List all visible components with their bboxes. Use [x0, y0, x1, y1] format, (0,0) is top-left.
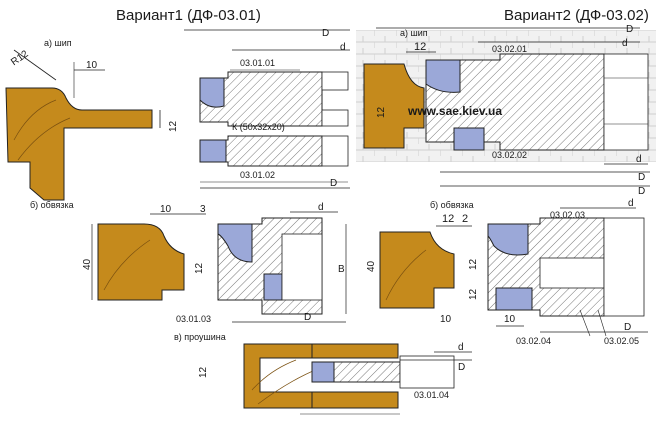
v1-cutter-set: D d 03.01.01 К (50х32х20) 03.01.02 D: [184, 28, 350, 189]
v2-tenon-group: а) шип D d 12 03.02.01 12 www.sae.kiev.u…: [356, 24, 656, 197]
v1-tenon-workpiece: [5, 87, 153, 201]
v1-frame-caption: б) обвязка: [30, 200, 74, 210]
v2-frame-dim-12: 12: [442, 213, 454, 225]
v1-dim-D-bot: D: [330, 178, 337, 189]
v1-frame-dim-B: B: [338, 264, 345, 275]
v2-upper-blade: [425, 59, 461, 93]
v2-lower-blade: [453, 127, 485, 151]
v2-dim-D-mid2: D: [638, 186, 645, 197]
eye-cutter-body: [333, 361, 401, 383]
v1-eye-group: в) проушина 12 d D 03.01.04: [174, 332, 472, 415]
eye-blade: [311, 361, 335, 383]
v1-lower-blade: [199, 139, 227, 163]
v2-tenon-caption: а) шип: [400, 28, 428, 38]
v1-tenon-caption: а) шип: [44, 38, 72, 48]
code-03-02-01: 03.02.01: [492, 44, 527, 54]
v1-frame-dim-3: 3: [200, 204, 206, 215]
eye-dim-12: 12: [198, 366, 209, 378]
v2-dim-d-top: d: [622, 38, 628, 49]
v1-frame-dim-12: 12: [194, 262, 205, 274]
code-03-01-01: 03.01.01: [240, 58, 275, 68]
code-03-02-04: 03.02.04: [516, 336, 551, 346]
code-03-02-02: 03.02.02: [492, 150, 527, 160]
eye-dim-d: d: [458, 342, 464, 353]
v1-frame-group: б) обвязка 10 3 40 12 d B D 03.01.03: [30, 200, 347, 324]
v2-frame-dim-10b: 10: [504, 314, 516, 325]
v2-frame-dim-d: d: [628, 198, 634, 209]
radius-label: R12: [9, 48, 31, 68]
v1-tenon-dim-10: 10: [86, 60, 98, 71]
v1-upper-blade: [199, 77, 225, 108]
v1-frame-dim-d: d: [318, 202, 324, 213]
v2-dim-d-mid: d: [636, 154, 642, 165]
v2-frame-upper-blade: [487, 223, 529, 256]
v1-frame-lower-blade: [263, 273, 283, 301]
v2-frame-dim-12-vert: 12: [468, 258, 479, 270]
variant1-title: Вариант1 (ДФ-03.01): [116, 7, 261, 24]
eye-caption: в) проушина: [174, 332, 226, 342]
v2-frame-caption: б) обвязка: [430, 200, 474, 210]
v2-tenon-dim-12-vert: 12: [376, 106, 387, 118]
v2-frame-dim-40: 40: [366, 260, 377, 272]
v2-frame-lower-blade: [495, 287, 533, 311]
eye-workpiece-right: [311, 343, 399, 409]
v2-frame-workpiece: [379, 231, 455, 309]
code-03-02-03: 03.02.03: [550, 210, 585, 220]
v1-frame-dim-40: 40: [82, 258, 93, 270]
v1-frame-workpiece: [97, 223, 185, 301]
eye-dim-D: D: [458, 362, 465, 373]
code-03-01-02: 03.01.02: [240, 170, 275, 180]
v2-dim-D-mid: D: [638, 172, 645, 183]
v2-tenon-workpiece: [363, 63, 425, 149]
v2-frame-group: б) обвязка 12 2 03.02.03 d 40 12 12 10 1…: [366, 198, 648, 346]
v1-dim-d-top: d: [340, 42, 346, 53]
v1-dim-D-top: D: [322, 28, 329, 39]
v2-frame-dim-12-vert2: 12: [468, 288, 479, 300]
v1-frame-dim-D: D: [304, 312, 311, 323]
v1-frame-upper-blade: [217, 223, 253, 263]
v2-frame-dim-10: 10: [440, 314, 452, 325]
variant2-title: Вариант2 (ДФ-03.02): [504, 7, 649, 24]
v2-dim-D-top: D: [626, 24, 633, 35]
code-03-02-05: 03.02.05: [604, 336, 639, 346]
v1-frame-dim-10: 10: [160, 204, 172, 215]
code-03-01-04: 03.01.04: [414, 390, 449, 400]
v2-tenon-dim-12: 12: [414, 41, 426, 53]
code-03-01-03: 03.01.03: [176, 314, 211, 324]
v1-tenon-dim-12: 12: [168, 120, 179, 132]
v1-tenon-group: а) шип R12 10 12: [5, 38, 179, 201]
v2-frame-dim-D: D: [624, 322, 631, 333]
kit-label: К (50х32х20): [232, 122, 285, 132]
v2-frame-dim-2: 2: [462, 213, 468, 225]
website-watermark: www.sae.kiev.ua: [407, 104, 502, 118]
